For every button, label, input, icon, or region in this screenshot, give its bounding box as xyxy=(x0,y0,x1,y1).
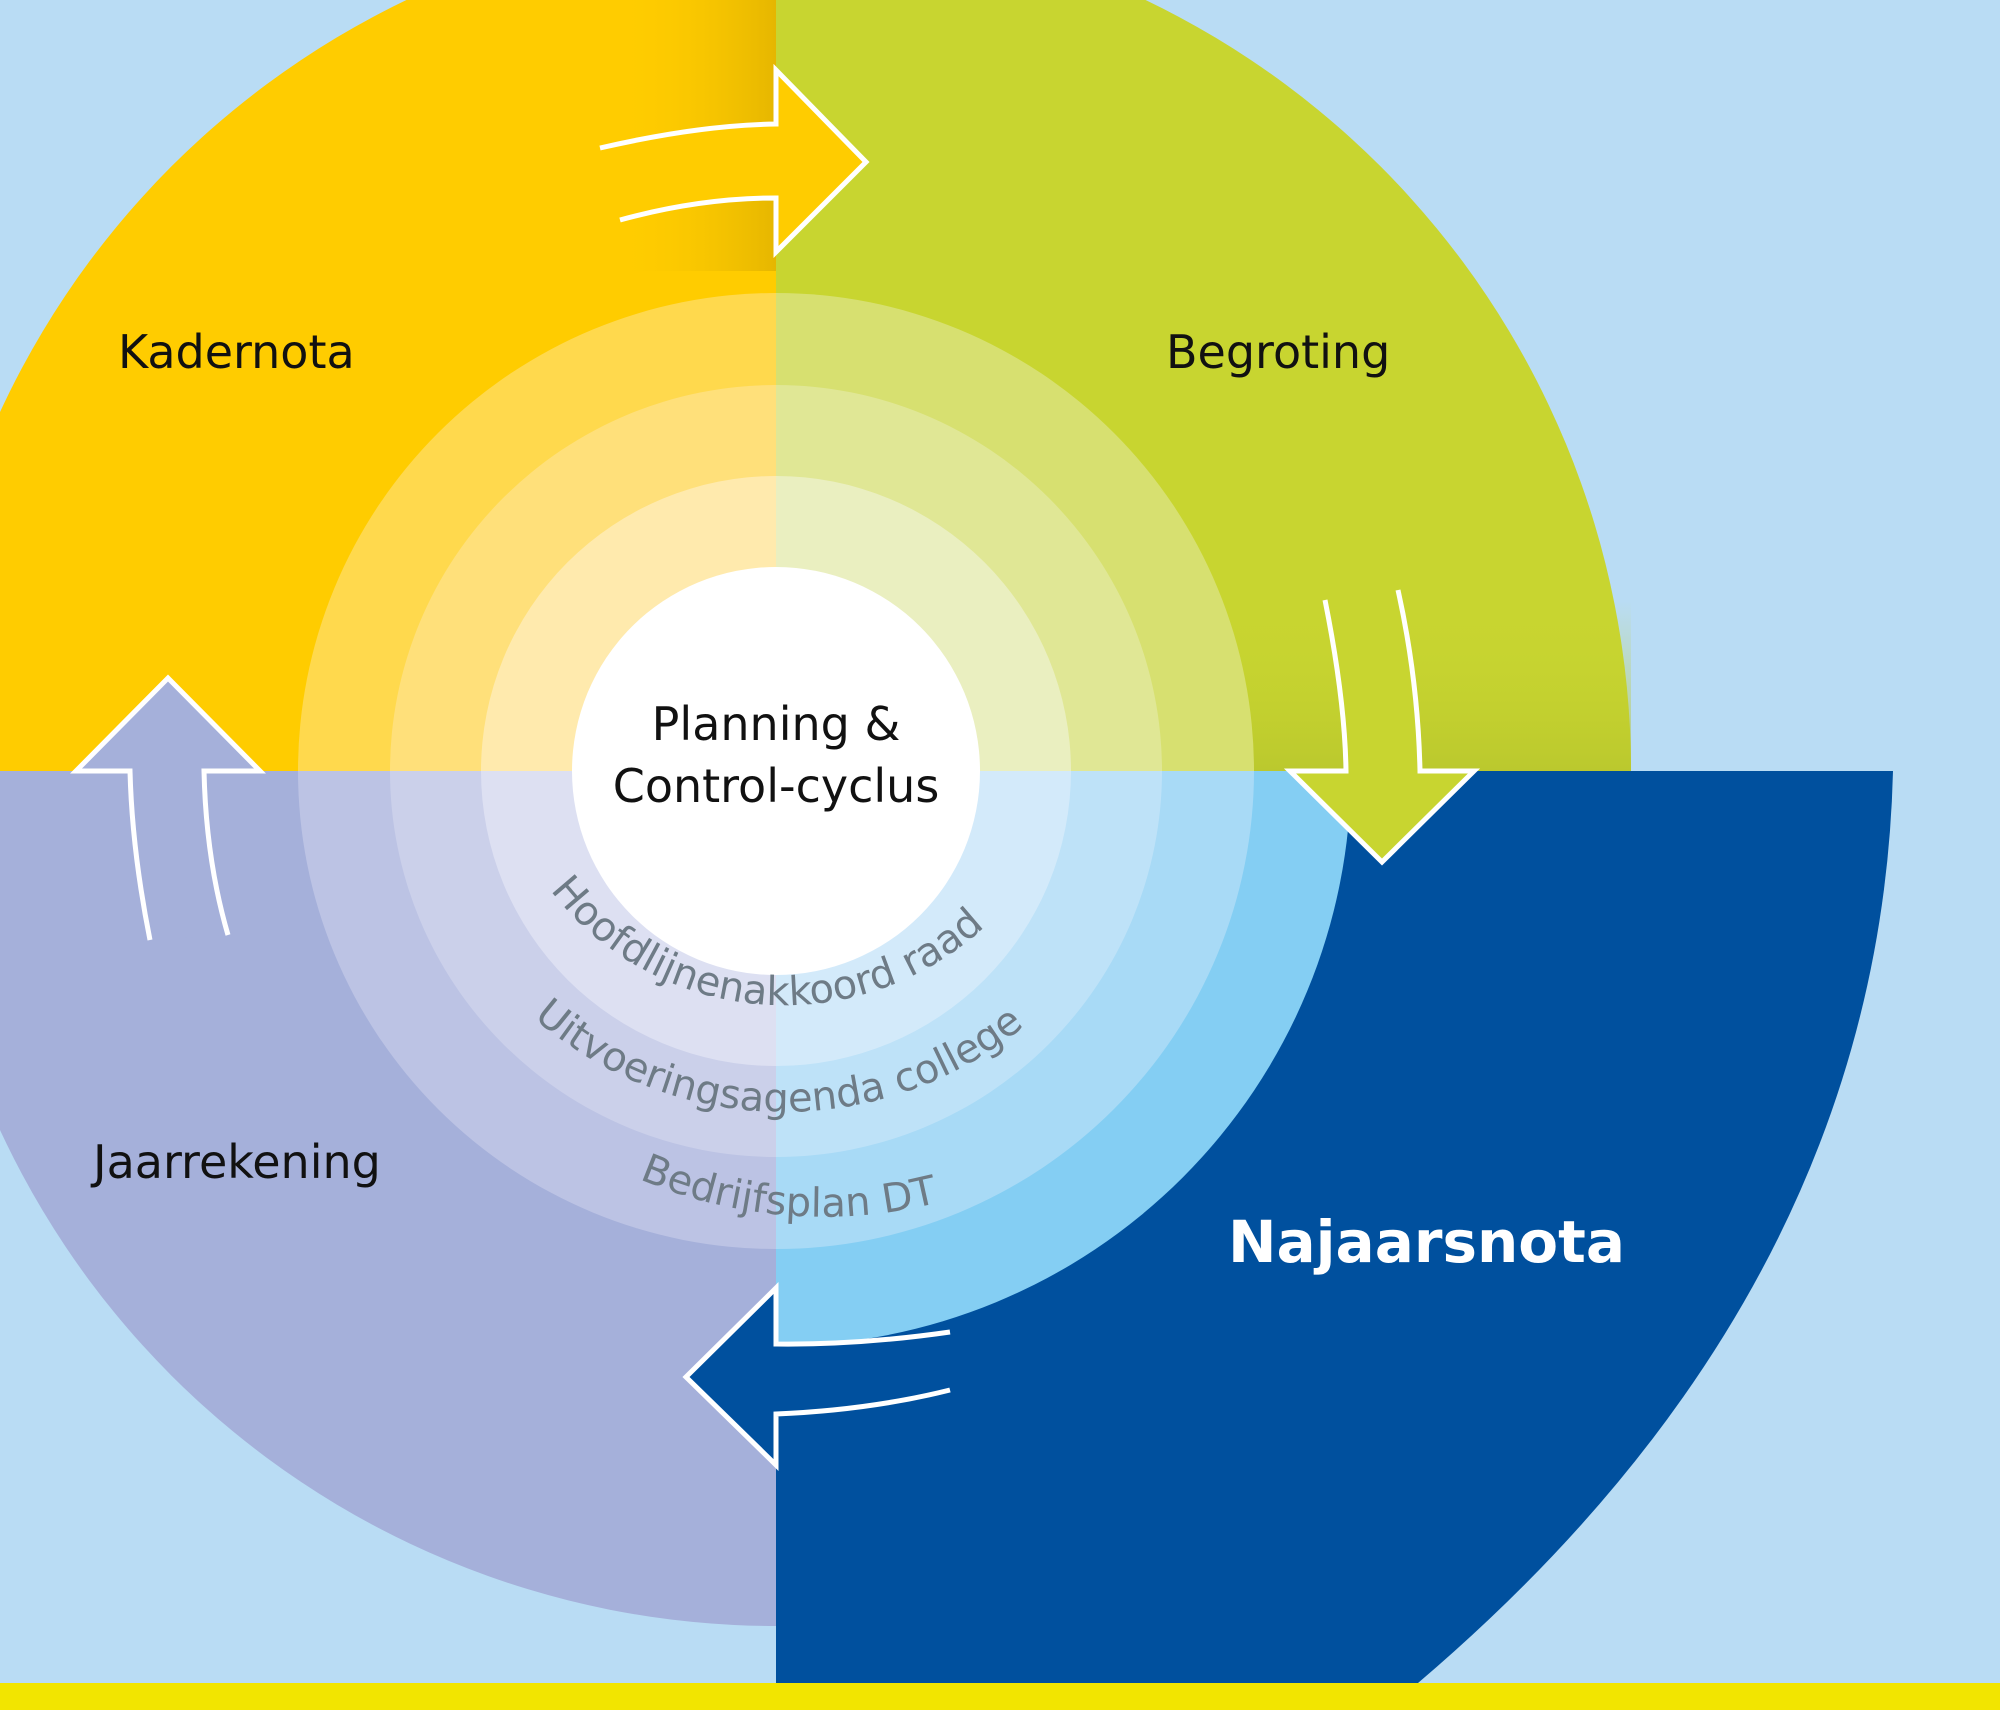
cycle-arrows xyxy=(70,63,1481,1471)
phase-label-kadernota: Kadernota xyxy=(118,325,355,379)
phase-label-jaarrekening: Jaarrekening xyxy=(90,1135,381,1189)
arrow-down-icon xyxy=(1283,589,1481,866)
center-label-line-1: Planning & xyxy=(652,697,901,751)
arrow-left-icon xyxy=(682,1282,951,1471)
arrow-right-icon xyxy=(599,63,870,259)
bottom-bar xyxy=(0,1683,2000,1710)
center-circle xyxy=(572,567,980,975)
phase-label-begroting: Begroting xyxy=(1166,325,1390,379)
phase-label-najaarsnota: Najaarsnota xyxy=(1228,1208,1625,1276)
arrow-up-icon xyxy=(70,674,266,941)
center-label-line-2: Control-cyclus xyxy=(613,759,940,813)
